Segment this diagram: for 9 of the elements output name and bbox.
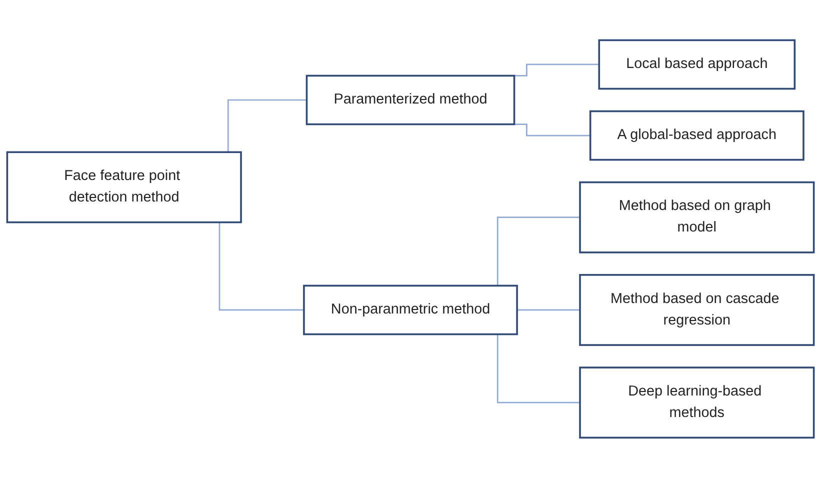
node-box: Non-paranmetric method <box>303 284 518 335</box>
node-box: Paramenterized method <box>306 74 516 125</box>
connector <box>517 308 580 310</box>
node-box: Deep learning-based methods <box>579 366 815 438</box>
node-box: Method based on graph model <box>579 180 815 253</box>
node-box: A global-based approach <box>589 110 804 160</box>
node-box: Face feature point detection method <box>6 150 242 223</box>
node-box: Local based approach <box>598 38 796 90</box>
node-box: Method based on cascade regression <box>579 274 815 346</box>
